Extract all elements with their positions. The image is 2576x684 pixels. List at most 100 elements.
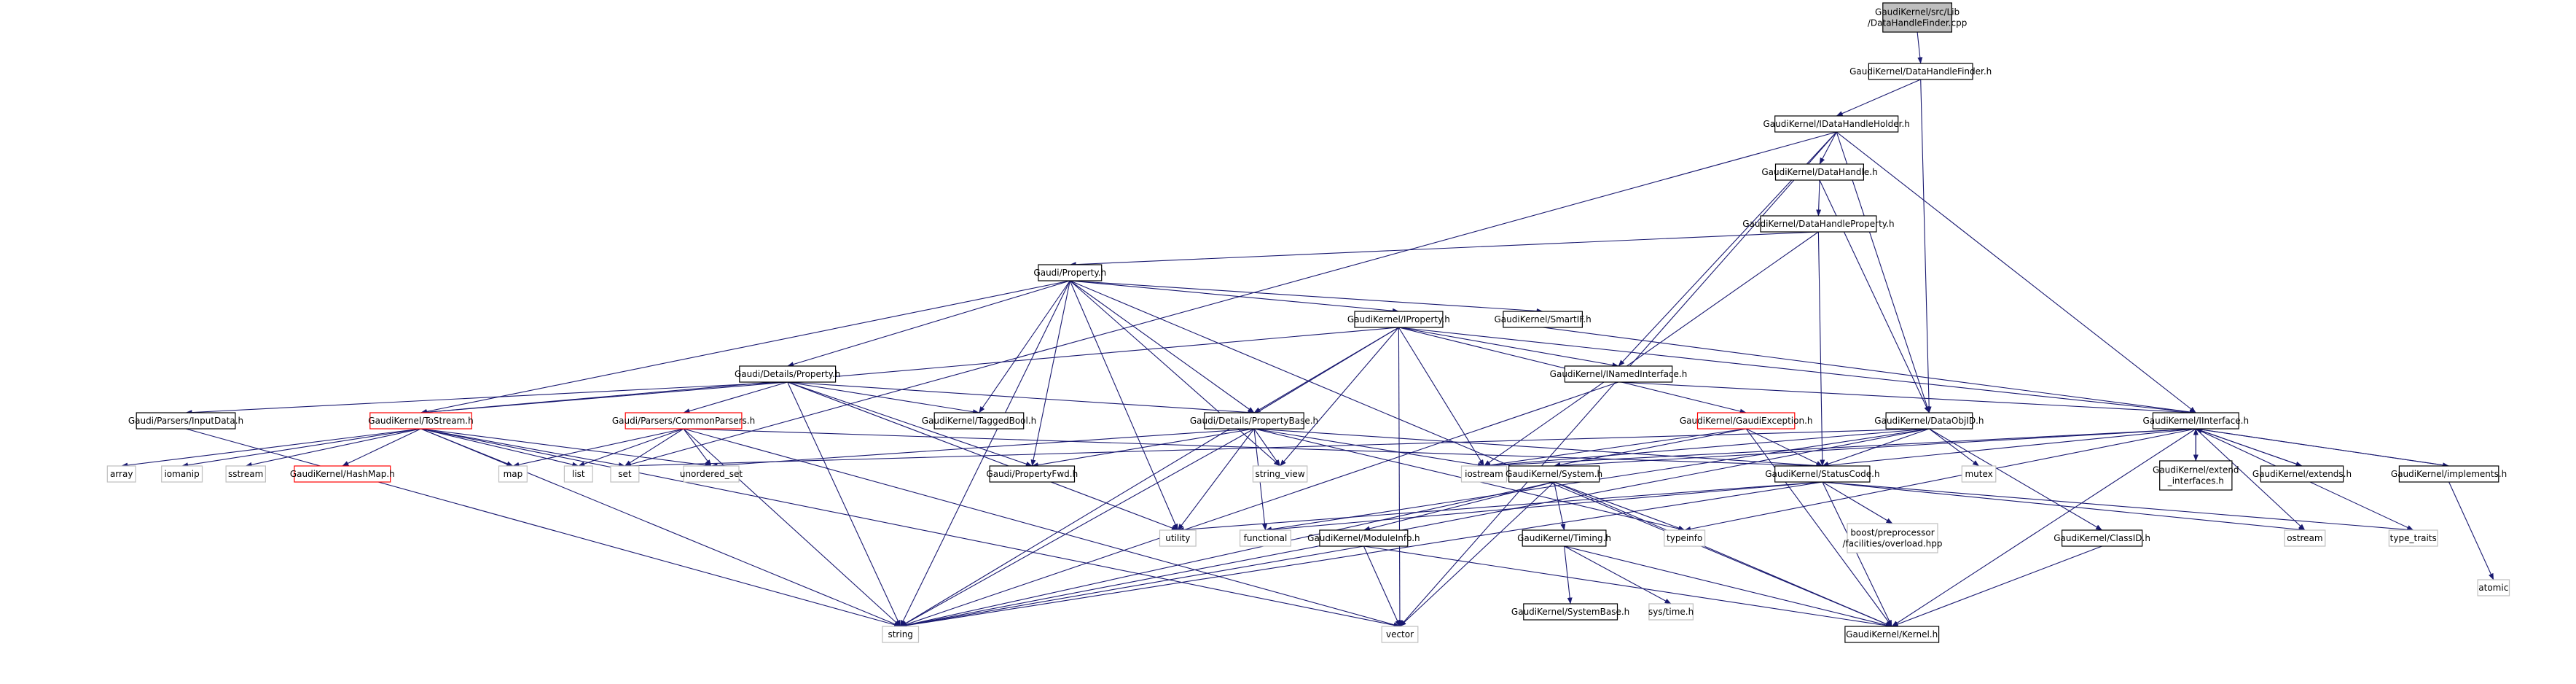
nodes-layer: GaudiKernel/src/Lib/DataHandleFinder.cpp… bbox=[106, 2, 2510, 643]
node-system[interactable]: GaudiKernel/System.h bbox=[1506, 465, 1602, 483]
node-box-ostream bbox=[2284, 529, 2326, 547]
node-box-iomanip bbox=[161, 465, 203, 483]
edge-gprop-to-propbase bbox=[1069, 280, 1255, 413]
node-propfwd[interactable]: Gaudi/PropertyFwd.h bbox=[986, 465, 1078, 483]
edge-timing-to-systembase bbox=[1564, 545, 1573, 605]
node-box-implements bbox=[2398, 465, 2499, 483]
edge-commonparsers-to-string bbox=[683, 428, 901, 627]
edge-commonparsers-to-map bbox=[512, 428, 684, 467]
node-inamed[interactable]: GaudiKernel/INamedInterface.h bbox=[1550, 365, 1688, 383]
node-smartif[interactable]: GaudiKernel/SmartIF.h bbox=[1495, 311, 1592, 328]
node-extend_interfaces[interactable]: GaudiKernel/extend_interfaces.h bbox=[2153, 460, 2239, 491]
node-label-inamed: GaudiKernel/INamedInterface.h bbox=[1550, 369, 1688, 379]
edge-detprop-to-taggedbool bbox=[787, 381, 979, 415]
node-box-extend_interfaces bbox=[2159, 460, 2233, 491]
node-label-timing: GaudiKernel/Timing.h bbox=[1517, 533, 1611, 543]
node-gexception[interactable]: GaudiKernel/GaudiException.h bbox=[1680, 412, 1813, 430]
node-taggedbool[interactable]: GaudiKernel/TaggedBool.h bbox=[922, 412, 1037, 430]
node-detprop[interactable]: Gaudi/Details/Property.h bbox=[735, 365, 840, 383]
node-implements[interactable]: GaudiKernel/implements.h bbox=[2391, 465, 2507, 483]
node-label-propfwd: Gaudi/PropertyFwd.h bbox=[986, 469, 1078, 479]
node-label-vector: vector bbox=[1386, 629, 1414, 640]
edge-detprop-to-propbase bbox=[787, 381, 1255, 415]
edge-dataobjid-to-set bbox=[624, 428, 1930, 469]
node-dataobjid[interactable]: GaudiKernel/DataObjID.h bbox=[1874, 412, 1984, 430]
node-extends[interactable]: GaudiKernel/extends.h bbox=[2252, 465, 2352, 483]
edge-idhh-to-set bbox=[624, 131, 1837, 467]
node-box-system bbox=[1508, 465, 1600, 483]
node-typeinfo: typeinfo bbox=[1664, 529, 1706, 547]
node-tostream[interactable]: GaudiKernel/ToStream.h bbox=[368, 412, 474, 430]
node-timing[interactable]: GaudiKernel/Timing.h bbox=[1517, 529, 1611, 547]
node-inputdata[interactable]: Gaudi/Parsers/InputData.h bbox=[128, 412, 243, 430]
node-label-classid: GaudiKernel/ClassID.h bbox=[2054, 533, 2150, 543]
node-box-type_traits bbox=[2388, 529, 2438, 547]
node-kernel[interactable]: GaudiKernel/Kernel.h bbox=[1844, 626, 1940, 643]
node-commonparsers[interactable]: Gaudi/Parsers/CommonParsers.h bbox=[612, 412, 755, 430]
edge-iprop-to-tostream bbox=[420, 327, 1399, 415]
edge-commonparsers-to-list bbox=[578, 428, 684, 467]
edge-iinterface-to-iostream bbox=[1484, 428, 2196, 469]
node-systembase[interactable]: GaudiKernel/SystemBase.h bbox=[1511, 603, 1629, 621]
node-classid[interactable]: GaudiKernel/ClassID.h bbox=[2054, 529, 2150, 547]
node-root: GaudiKernel/src/Lib/DataHandleFinder.cpp bbox=[1868, 2, 1967, 33]
node-label-commonparsers: Gaudi/Parsers/CommonParsers.h bbox=[612, 416, 755, 426]
node-label-set: set bbox=[618, 469, 632, 479]
node-label-idhh: GaudiKernel/IDataHandleHolder.h bbox=[1763, 119, 1909, 129]
edge-gprop-to-string_view bbox=[1069, 280, 1280, 467]
edge-tostream-to-string bbox=[420, 428, 901, 627]
edge-gprop-to-smartif bbox=[1070, 280, 1543, 314]
edge-iprop-to-vector bbox=[1397, 327, 1403, 627]
edge-dataobjid-to-string bbox=[900, 428, 1930, 628]
node-label-mutex: mutex bbox=[1965, 469, 1992, 479]
edge-iinterface-to-kernel bbox=[1891, 428, 2196, 627]
node-label-ostream: ostream bbox=[2287, 533, 2322, 543]
node-label-inputdata: Gaudi/Parsers/InputData.h bbox=[128, 416, 243, 426]
node-hashmap[interactable]: GaudiKernel/HashMap.h bbox=[290, 465, 395, 483]
node-box-detprop bbox=[739, 365, 837, 383]
node-propbase[interactable]: Gaudi/Details/PropertyBase.h bbox=[1190, 412, 1318, 430]
edge-system-to-vector bbox=[1399, 481, 1554, 627]
node-boostpp: boost/preprocessor/facilities/overload.h… bbox=[1843, 523, 1943, 553]
node-label-array: array bbox=[110, 469, 133, 479]
node-statuscode[interactable]: GaudiKernel/StatusCode.h bbox=[1765, 465, 1880, 483]
edge-tostream-to-list bbox=[420, 428, 579, 467]
node-array: array bbox=[106, 465, 136, 483]
node-label-sstream: sstream bbox=[228, 469, 263, 479]
edge-dataobjid-to-mutex bbox=[1929, 428, 1980, 467]
node-box-unordered_set bbox=[683, 465, 740, 483]
node-box-taggedbool bbox=[933, 412, 1025, 430]
node-box-set bbox=[610, 465, 640, 483]
node-label-kernel: GaudiKernel/Kernel.h bbox=[1846, 629, 1938, 640]
node-idhh[interactable]: GaudiKernel/IDataHandleHolder.h bbox=[1763, 115, 1910, 133]
edge-system-to-kernel bbox=[1554, 481, 1892, 627]
edge-dataobjid-to-iostream bbox=[1484, 428, 1930, 468]
node-dhp[interactable]: GaudiKernel/DataHandleProperty.h bbox=[1742, 215, 1895, 233]
node-gprop[interactable]: Gaudi/Property.h bbox=[1033, 264, 1106, 281]
node-box-hashmap bbox=[294, 465, 391, 483]
node-label-functional: functional bbox=[1244, 533, 1288, 543]
node-box-root bbox=[1882, 2, 1953, 33]
node-iprop[interactable]: GaudiKernel/IProperty.h bbox=[1347, 311, 1450, 328]
node-iinterface[interactable]: GaudiKernel/IInterface.h bbox=[2142, 412, 2249, 430]
edge-propbase-to-string bbox=[900, 428, 1255, 627]
node-string: string bbox=[882, 626, 920, 643]
node-label-tostream: GaudiKernel/ToStream.h bbox=[368, 416, 473, 426]
node-box-dh bbox=[1774, 163, 1865, 181]
node-box-propbase bbox=[1204, 412, 1304, 430]
edge-dhp-to-iostream bbox=[1484, 231, 1819, 467]
edge-gexception-to-statuscode bbox=[1745, 428, 1823, 467]
edge-statuscode-to-boostpp bbox=[1822, 481, 1893, 524]
node-box-inamed bbox=[1564, 365, 1673, 383]
node-label-moduleinfo: GaudiKernel/ModuleInfo.h bbox=[1307, 533, 1420, 543]
node-dh[interactable]: GaudiKernel/DataHandle.h bbox=[1761, 163, 1878, 181]
node-label-systime: sys/time.h bbox=[1648, 607, 1694, 617]
node-moduleinfo[interactable]: GaudiKernel/ModuleInfo.h bbox=[1307, 529, 1420, 547]
node-label-taggedbool: GaudiKernel/TaggedBool.h bbox=[922, 416, 1037, 426]
edge-system-to-string bbox=[900, 481, 1554, 628]
edge-implements-to-iinterface bbox=[2195, 427, 2449, 467]
edge-detprop-to-string bbox=[787, 381, 901, 627]
node-label-iomanip: iomanip bbox=[164, 469, 199, 479]
node-label-propbase: Gaudi/Details/PropertyBase.h bbox=[1190, 416, 1318, 426]
node-dhf[interactable]: GaudiKernel/DataHandleFinder.h bbox=[1849, 63, 1992, 80]
